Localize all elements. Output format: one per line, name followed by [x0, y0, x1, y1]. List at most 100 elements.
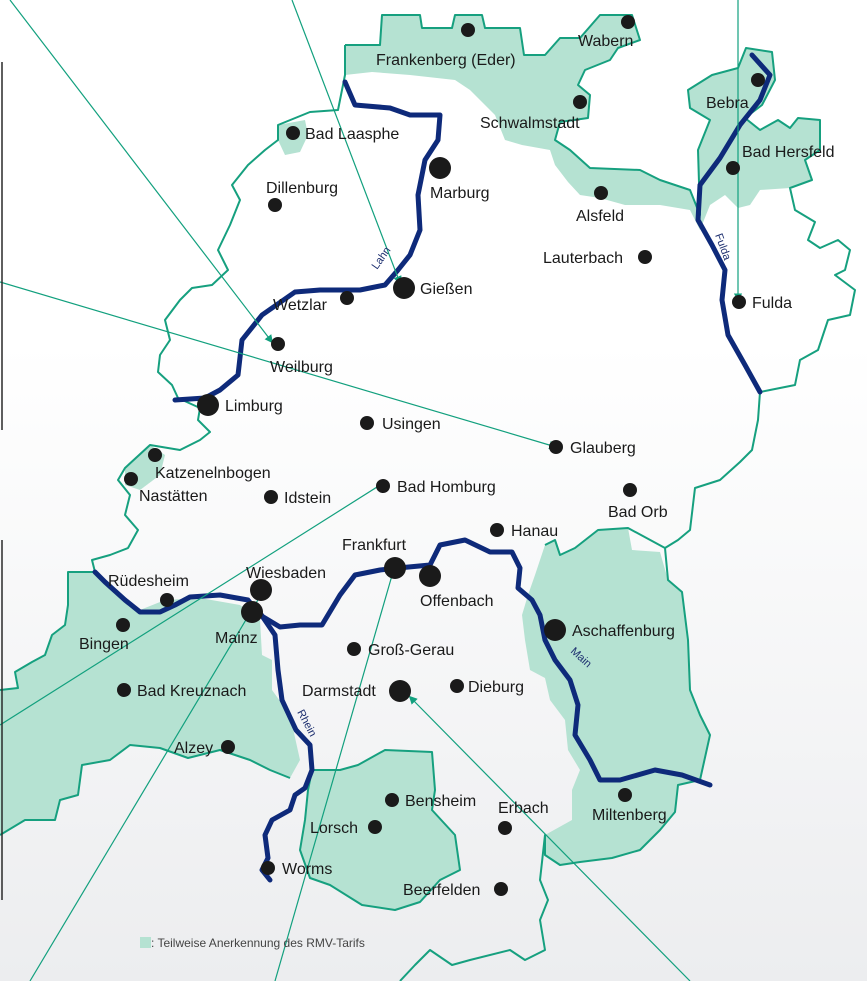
city-dot-bad-orb — [623, 483, 637, 497]
legend: : Teilweise Anerkennung des RMV-Tarifs — [140, 936, 365, 950]
city-dot-fulda — [732, 295, 746, 309]
city-dot-hanau — [490, 523, 504, 537]
city-dot-wetzlar — [340, 291, 354, 305]
city-dot-bebra — [751, 73, 765, 87]
partial-zones — [0, 15, 820, 910]
river-fulda — [695, 52, 773, 395]
city-dot-worms — [261, 861, 275, 875]
city-label-erbach: Erbach — [498, 800, 549, 817]
city-label-limburg: Limburg — [225, 398, 283, 415]
pointer-line — [0, 281, 558, 450]
city-dots — [116, 15, 765, 896]
city-label-bensheim: Bensheim — [405, 793, 476, 810]
city-dot-glauberg — [549, 440, 563, 454]
city-label-wiesbaden: Wiesbaden — [246, 565, 326, 582]
city-dot-alsfeld — [594, 186, 608, 200]
legend-text: : Teilweise Anerkennung des RMV-Tarifs — [151, 936, 365, 950]
city-dot-lorsch — [368, 820, 382, 834]
city-label-ruedesheim: Rüdesheim — [108, 573, 189, 590]
city-label-wabern: Wabern — [578, 33, 633, 50]
river-lahn — [172, 79, 443, 403]
city-label-lorsch: Lorsch — [310, 820, 358, 837]
pointer-line — [274, 563, 398, 981]
pointer-line — [29, 586, 266, 981]
city-label-mainz: Mainz — [215, 630, 258, 647]
city-label-dillenburg: Dillenburg — [266, 180, 338, 197]
city-dot-lauterbach — [638, 250, 652, 264]
city-labels: Wabern Frankenberg (Eder) Schwalmstadt B… — [79, 33, 835, 899]
rmv-border — [345, 14, 856, 981]
city-dot-frankenberg — [461, 23, 475, 37]
city-label-usingen: Usingen — [382, 416, 441, 433]
pointer-line — [9, 0, 274, 344]
city-dot-miltenberg — [618, 788, 632, 802]
city-label-gross-gerau: Groß-Gerau — [368, 642, 454, 659]
city-label-marburg: Marburg — [430, 185, 490, 202]
city-label-bad-orb: Bad Orb — [608, 504, 668, 521]
zone-southwest — [0, 572, 300, 835]
city-label-bad-homburg: Bad Homburg — [397, 479, 496, 496]
city-label-frankenberg: Frankenberg (Eder) — [376, 52, 516, 69]
city-dot-giessen — [393, 277, 415, 299]
city-dot-bad-hersfeld — [726, 161, 740, 175]
city-label-hanau: Hanau — [511, 523, 558, 540]
city-dot-aschaffenburg — [544, 619, 566, 641]
city-label-katzenelnbogen: Katzenelnbogen — [155, 465, 271, 482]
city-label-darmstadt: Darmstadt — [302, 683, 376, 700]
city-dot-darmstadt — [389, 680, 411, 702]
city-dot-bad-laasphe — [286, 126, 300, 140]
city-dot-gross-gerau — [347, 642, 361, 656]
city-dot-limburg — [197, 394, 219, 416]
city-dot-dieburg — [450, 679, 464, 693]
city-dot-idstein — [264, 490, 278, 504]
city-dot-bensheim — [385, 793, 399, 807]
city-dot-dillenburg — [268, 198, 282, 212]
zone-north — [345, 15, 820, 230]
city-label-worms: Worms — [282, 861, 332, 878]
rivers — [92, 52, 773, 883]
city-dot-wabern — [621, 15, 635, 29]
city-label-idstein: Idstein — [284, 490, 331, 507]
city-label-schwalmstadt: Schwalmstadt — [480, 115, 580, 132]
city-dot-frankfurt — [384, 557, 406, 579]
city-dot-marburg — [429, 157, 451, 179]
city-label-weilburg: Weilburg — [270, 359, 333, 376]
city-label-giessen: Gießen — [420, 281, 472, 298]
city-dot-beerfelden — [494, 882, 508, 896]
city-dot-usingen — [360, 416, 374, 430]
pointer-lines — [0, 0, 743, 981]
city-dot-weilburg — [271, 337, 285, 351]
city-label-wetzlar: Wetzlar — [273, 297, 328, 314]
city-dot-bad-kreuznach — [117, 683, 131, 697]
pointer-line — [291, 0, 402, 285]
city-label-bad-hersfeld: Bad Hersfeld — [742, 144, 835, 161]
city-dot-ruedesheim — [160, 593, 174, 607]
city-label-miltenberg: Miltenberg — [592, 807, 667, 824]
city-dot-bad-homburg — [376, 479, 390, 493]
city-label-alzey: Alzey — [174, 740, 213, 757]
rmv-border-south — [0, 744, 461, 911]
legend-swatch — [140, 937, 151, 948]
city-dot-erbach — [498, 821, 512, 835]
city-label-beerfelden: Beerfelden — [403, 882, 480, 899]
city-dot-mainz — [241, 601, 263, 623]
river-rhein — [255, 607, 315, 883]
city-dot-alzey — [221, 740, 235, 754]
zone-southeast — [522, 528, 710, 865]
city-dot-wiesbaden — [250, 579, 272, 601]
city-label-bingen: Bingen — [79, 636, 129, 653]
city-label-bad-laasphe: Bad Laasphe — [305, 126, 399, 143]
city-dot-offenbach — [419, 565, 441, 587]
city-label-lauterbach: Lauterbach — [543, 250, 623, 267]
city-label-alsfeld: Alsfeld — [576, 208, 624, 225]
city-label-fulda: Fulda — [752, 295, 792, 312]
river-main — [92, 537, 713, 788]
city-label-frankfurt: Frankfurt — [342, 537, 407, 554]
city-dot-bingen — [116, 618, 130, 632]
city-label-nastaetten: Nastätten — [139, 488, 207, 505]
city-label-aschaffenburg: Aschaffenburg — [572, 623, 675, 640]
pointer-line — [408, 695, 691, 981]
rmv-border-west — [0, 45, 346, 691]
city-dot-schwalmstadt — [573, 95, 587, 109]
